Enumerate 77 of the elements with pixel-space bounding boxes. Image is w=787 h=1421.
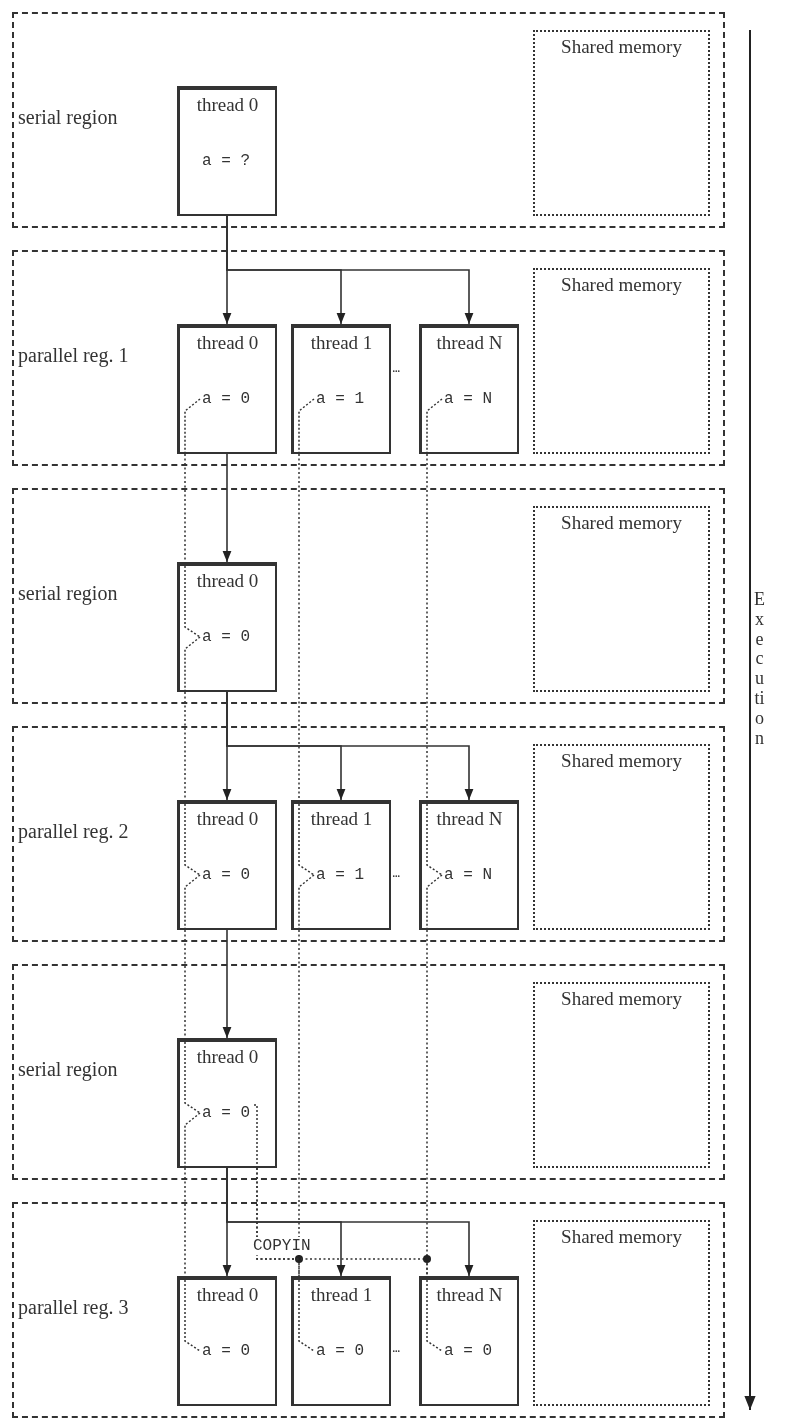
region-label: serial region bbox=[18, 106, 118, 129]
axis-label: Execution bbox=[754, 590, 766, 749]
region-band bbox=[12, 250, 725, 466]
memory-box bbox=[533, 30, 710, 216]
memory-box bbox=[533, 1220, 710, 1406]
thread-label: thread N bbox=[435, 332, 504, 354]
thread-label: thread 0 bbox=[195, 570, 260, 592]
thread-label: thread 0 bbox=[195, 808, 260, 830]
thread-label: thread 0 bbox=[195, 1046, 260, 1068]
arrow bbox=[226, 215, 474, 325]
dotted-line bbox=[298, 929, 300, 1277]
thread-label: thread 1 bbox=[309, 808, 374, 830]
memory-label: Shared memory bbox=[560, 36, 683, 58]
thread-box bbox=[177, 800, 277, 930]
memory-box bbox=[533, 506, 710, 692]
dotted-line bbox=[298, 453, 300, 801]
thread-label: thread 0 bbox=[195, 1284, 260, 1306]
thread-label: thread 0 bbox=[195, 332, 260, 354]
memory-label: Shared memory bbox=[560, 988, 683, 1010]
memory-box bbox=[533, 744, 710, 930]
region-band bbox=[12, 488, 725, 704]
thread-label: thread 1 bbox=[309, 1284, 374, 1306]
region-band bbox=[12, 12, 725, 228]
thread-box bbox=[177, 86, 277, 216]
variable-value: a = 0 bbox=[202, 390, 250, 408]
arrow bbox=[226, 1167, 474, 1277]
thread-box bbox=[419, 1276, 519, 1406]
region-label: parallel reg. 3 bbox=[18, 1296, 129, 1319]
variable-value: a = 0 bbox=[316, 1342, 364, 1360]
thread-box bbox=[291, 324, 391, 454]
variable-value: a = 0 bbox=[202, 1342, 250, 1360]
dotted-line bbox=[184, 453, 186, 563]
memory-box bbox=[533, 982, 710, 1168]
thread-box bbox=[177, 1038, 277, 1168]
thread-label: thread 1 bbox=[309, 332, 374, 354]
variable-value: a = 0 bbox=[202, 1104, 250, 1122]
thread-box bbox=[177, 324, 277, 454]
memory-label: Shared memory bbox=[560, 750, 683, 772]
ellipsis-text: ... bbox=[392, 360, 400, 376]
thread-box bbox=[177, 1276, 277, 1406]
ellipsis-text: ... bbox=[392, 1340, 400, 1356]
dotted-line bbox=[184, 691, 186, 801]
variable-value: a = 1 bbox=[316, 866, 364, 884]
region-label: parallel reg. 2 bbox=[18, 820, 129, 843]
memory-label: Shared memory bbox=[560, 512, 683, 534]
memory-box bbox=[533, 268, 710, 454]
memory-label: Shared memory bbox=[560, 1226, 683, 1248]
thread-box bbox=[419, 324, 519, 454]
ellipsis-text: ... bbox=[392, 865, 400, 881]
memory-label: Shared memory bbox=[560, 274, 683, 296]
dotted-line bbox=[184, 1167, 186, 1277]
arrow bbox=[222, 929, 232, 1039]
arrow bbox=[226, 691, 474, 801]
dotted-line bbox=[256, 1167, 428, 1277]
edge-label: COPYIN bbox=[251, 1237, 313, 1255]
thread-box bbox=[419, 800, 519, 930]
arrow bbox=[222, 453, 232, 563]
region-band bbox=[12, 964, 725, 1180]
dotted-line bbox=[426, 453, 428, 801]
variable-value: a = ? bbox=[202, 152, 250, 170]
thread-box bbox=[177, 562, 277, 692]
region-label: parallel reg. 1 bbox=[18, 344, 129, 367]
variable-value: a = 0 bbox=[444, 1342, 492, 1360]
variable-value: a = 0 bbox=[202, 628, 250, 646]
thread-box bbox=[291, 800, 391, 930]
variable-value: a = N bbox=[444, 866, 492, 884]
region-band bbox=[12, 726, 725, 942]
thread-box bbox=[291, 1276, 391, 1406]
variable-value: a = 1 bbox=[316, 390, 364, 408]
variable-value: a = 0 bbox=[202, 866, 250, 884]
variable-value: a = N bbox=[444, 390, 492, 408]
region-label: serial region bbox=[18, 1058, 118, 1081]
region-label: serial region bbox=[18, 582, 118, 605]
thread-label: thread N bbox=[435, 808, 504, 830]
thread-label: thread 0 bbox=[195, 94, 260, 116]
thread-label: thread N bbox=[435, 1284, 504, 1306]
dotted-line bbox=[184, 929, 186, 1039]
